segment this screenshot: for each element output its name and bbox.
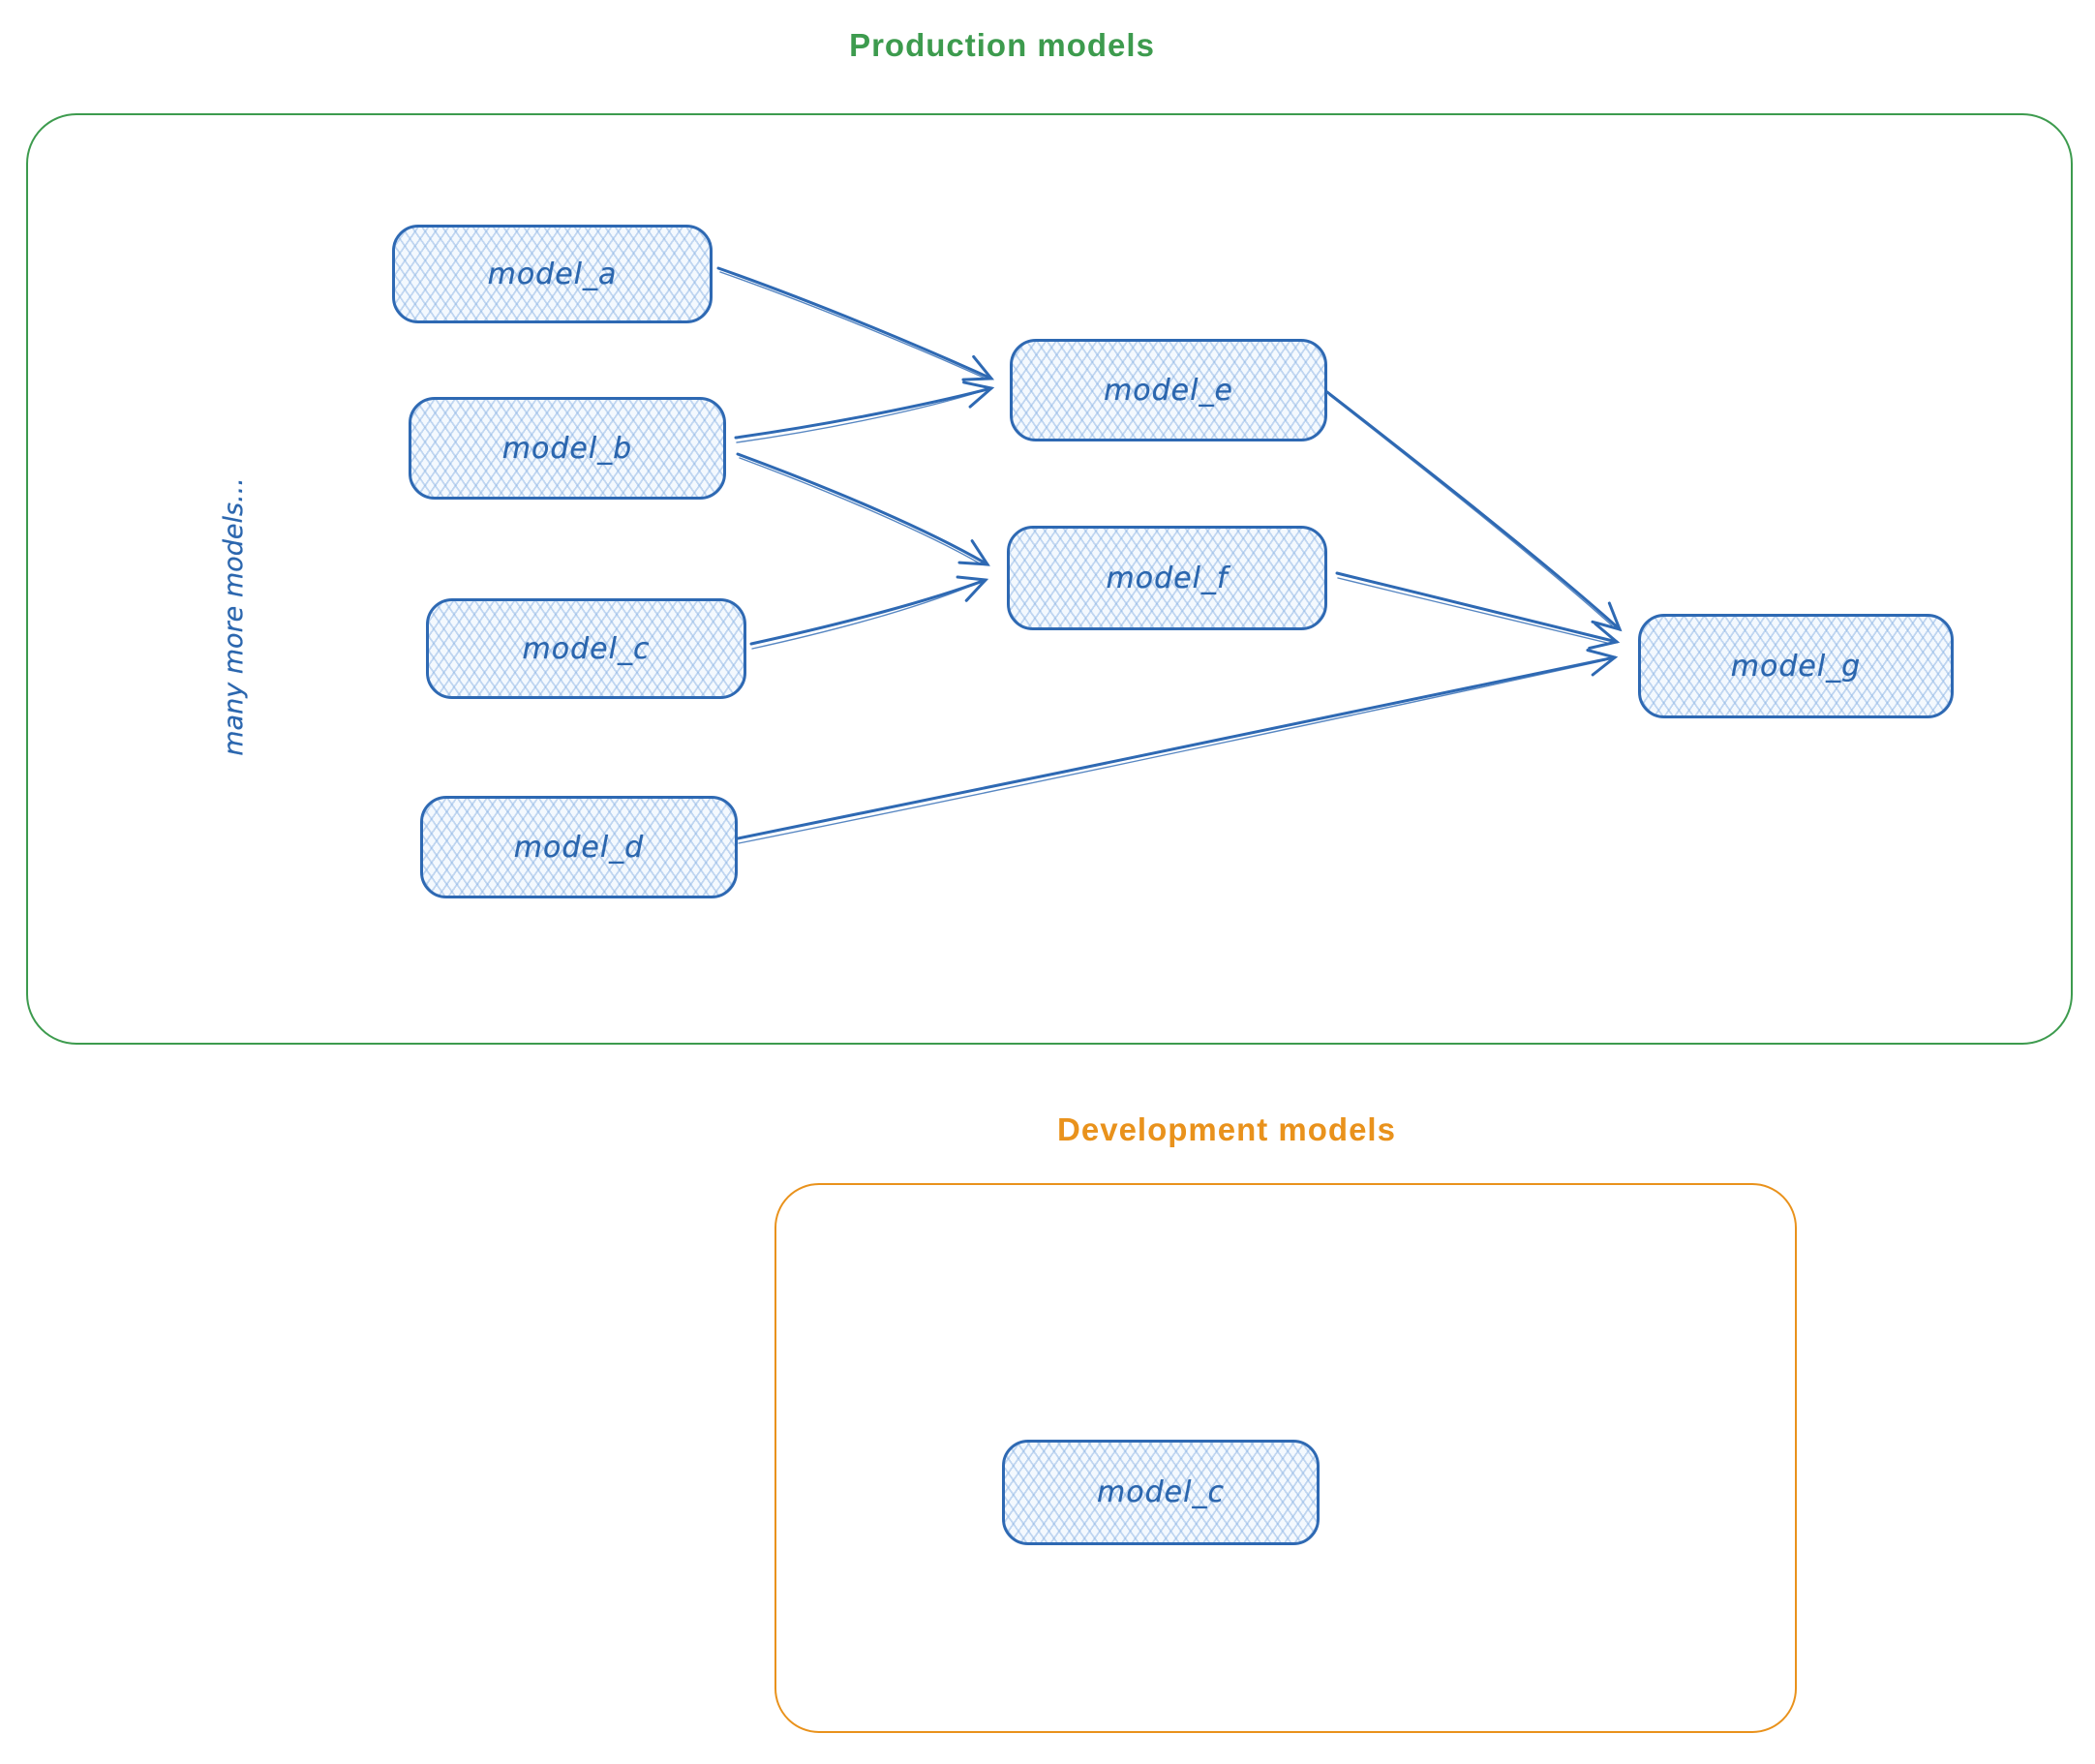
- node-model_b[interactable]: model_b: [409, 397, 726, 500]
- node-model_a-label: model_a: [487, 257, 618, 291]
- production-group-title: Production models: [849, 27, 1155, 63]
- edge-model_d-to-model_g[interactable]: [736, 649, 1619, 844]
- edge-model_e-to-model_g[interactable]: [1325, 390, 1623, 632]
- production-group-box[interactable]: [26, 113, 2073, 1045]
- edge-model_b-to-model_f[interactable]: [736, 452, 990, 566]
- node-model_e-label: model_e: [1104, 373, 1233, 408]
- edge-model_b-to-model_e[interactable]: [734, 380, 995, 443]
- node-model_g[interactable]: model_g: [1638, 614, 1954, 718]
- node-model_c-development[interactable]: model_c: [1002, 1440, 1320, 1545]
- development-group-title: Development models: [1057, 1111, 1396, 1147]
- node-model_c-development-label: model_c: [1097, 1475, 1225, 1509]
- edge-model_c-to-model_f[interactable]: [749, 575, 989, 650]
- node-model_d[interactable]: model_d: [420, 796, 738, 898]
- node-model_f[interactable]: model_f: [1007, 526, 1327, 630]
- node-model_c[interactable]: model_c: [426, 598, 746, 699]
- development-group-box[interactable]: [774, 1183, 1797, 1733]
- node-model_c-label: model_c: [522, 631, 651, 666]
- node-model_e[interactable]: model_e: [1010, 339, 1327, 441]
- edge-model_f-to-model_g[interactable]: [1335, 571, 1621, 650]
- node-model_a[interactable]: model_a: [392, 225, 713, 323]
- node-model_b-label: model_b: [501, 431, 633, 466]
- node-model_f-label: model_f: [1106, 561, 1229, 595]
- node-model_d-label: model_d: [513, 830, 645, 865]
- node-model_g-label: model_g: [1730, 649, 1862, 684]
- edge-model_a-to-model_e[interactable]: [716, 266, 995, 381]
